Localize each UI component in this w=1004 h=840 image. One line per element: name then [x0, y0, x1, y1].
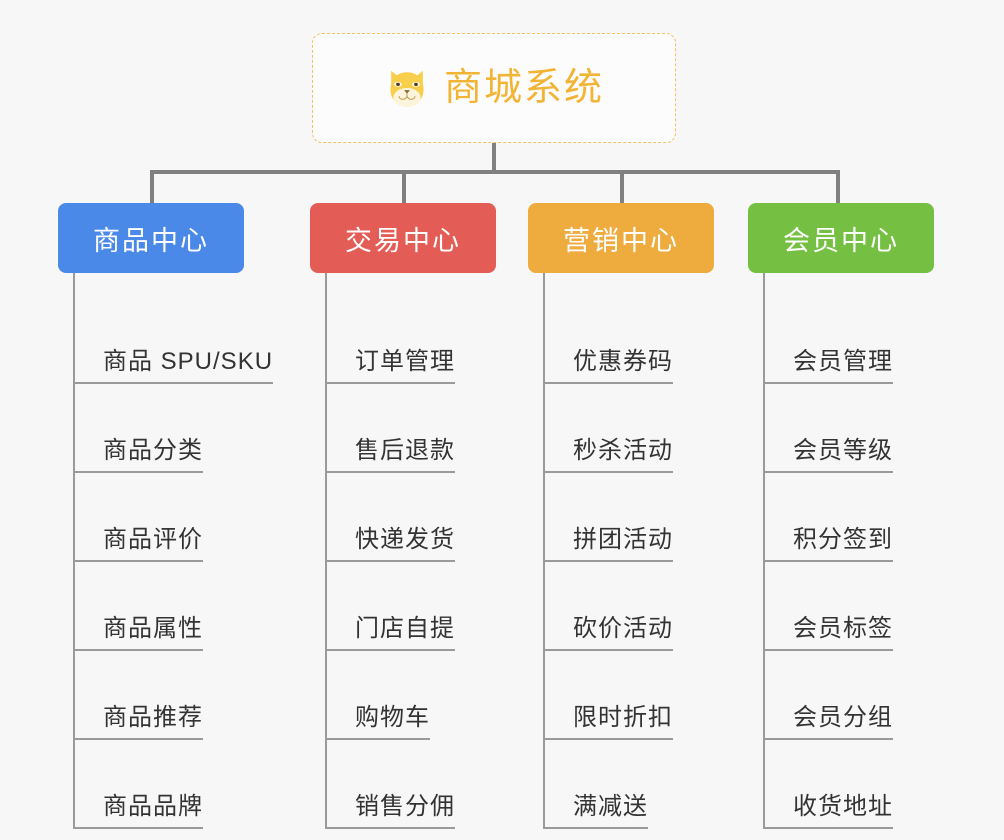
leaf-label: 购物车 [355, 704, 430, 740]
leaf-label: 商品推荐 [103, 704, 203, 740]
category-column-marketing-center: 营销中心 优惠券码 秒杀活动 拼团活动 砍价活动 限时折扣 满减送 [528, 203, 714, 829]
leaf-item[interactable]: 商品 SPU/SKU [75, 295, 274, 384]
leaf-label: 商品评价 [103, 526, 203, 562]
leaf-label: 收货地址 [793, 793, 893, 829]
leaf-label: 门店自提 [355, 615, 455, 651]
leaf-label: 商品品牌 [103, 793, 203, 829]
connector-drop-2 [620, 170, 624, 205]
connector-drop-1 [402, 170, 406, 205]
leaf-item[interactable]: 售后退款 [327, 384, 496, 473]
leaf-item[interactable]: 砍价活动 [545, 562, 714, 651]
category-column-member-center: 会员中心 会员管理 会员等级 积分签到 会员标签 会员分组 收货地址 [748, 203, 934, 829]
leaf-list-marketing-center: 优惠券码 秒杀活动 拼团活动 砍价活动 限时折扣 满减送 [543, 273, 714, 829]
connector-root-stem [492, 143, 496, 173]
leaf-label: 快递发货 [355, 526, 455, 562]
connector-horizontal-bus [150, 170, 840, 174]
leaf-label: 拼团活动 [573, 526, 673, 562]
leaf-list-member-center: 会员管理 会员等级 积分签到 会员标签 会员分组 收货地址 [763, 273, 934, 829]
leaf-item[interactable]: 商品推荐 [75, 651, 273, 740]
leaf-item[interactable]: 商品属性 [75, 562, 273, 651]
leaf-label: 优惠券码 [573, 348, 673, 384]
leaf-item[interactable]: 门店自提 [327, 562, 496, 651]
connector-drop-3 [836, 170, 840, 205]
root-title: 商城系统 [443, 67, 604, 109]
leaf-label: 会员管理 [793, 348, 893, 384]
leaf-label: 销售分佣 [355, 793, 455, 829]
category-column-trade-center: 交易中心 订单管理 售后退款 快递发货 门店自提 购物车 销售分佣 [310, 203, 496, 829]
leaf-item[interactable]: 满减送 [545, 740, 714, 829]
leaf-label: 满减送 [573, 793, 648, 829]
leaf-item[interactable]: 积分签到 [765, 473, 934, 562]
connector-drop-0 [150, 170, 154, 205]
leaf-list-product-center: 商品 SPU/SKU 商品分类 商品评价 商品属性 商品推荐 商品品牌 [73, 273, 274, 829]
leaf-label: 商品属性 [103, 615, 203, 651]
leaf-item[interactable]: 销售分佣 [327, 740, 496, 829]
leaf-item[interactable]: 拼团活动 [545, 473, 714, 562]
leaf-list-trade-center: 订单管理 售后退款 快递发货 门店自提 购物车 销售分佣 [325, 273, 496, 829]
shiba-dog-face-icon [390, 70, 424, 107]
category-column-product-center: 商品中心 商品 SPU/SKU 商品分类 商品评价 商品属性 商品推荐 商品品牌 [58, 203, 274, 829]
leaf-label: 积分签到 [793, 526, 893, 562]
category-header-product-center[interactable]: 商品中心 [58, 203, 244, 273]
leaf-label: 会员标签 [793, 615, 893, 651]
leaf-label: 商品 SPU/SKU [103, 348, 274, 384]
leaf-label: 秒杀活动 [573, 437, 673, 473]
leaf-item[interactable]: 优惠券码 [545, 295, 714, 384]
leaf-item[interactable]: 商品分类 [75, 384, 273, 473]
leaf-label: 会员分组 [793, 704, 893, 740]
leaf-item[interactable]: 限时折扣 [545, 651, 714, 740]
leaf-item[interactable]: 快递发货 [327, 473, 496, 562]
leaf-item[interactable]: 商品评价 [75, 473, 273, 562]
leaf-item[interactable]: 秒杀活动 [545, 384, 714, 473]
leaf-item[interactable]: 会员标签 [765, 562, 934, 651]
root-node[interactable]: 商城系统 [312, 33, 676, 143]
leaf-label: 商品分类 [103, 437, 203, 473]
category-header-trade-center[interactable]: 交易中心 [310, 203, 496, 273]
category-header-member-center[interactable]: 会员中心 [748, 203, 934, 273]
leaf-label: 限时折扣 [573, 704, 673, 740]
category-header-marketing-center[interactable]: 营销中心 [528, 203, 714, 273]
leaf-item[interactable]: 会员等级 [765, 384, 934, 473]
leaf-label: 会员等级 [793, 437, 893, 473]
leaf-item[interactable]: 收货地址 [765, 740, 934, 829]
leaf-item[interactable]: 会员管理 [765, 295, 934, 384]
leaf-label: 砍价活动 [573, 615, 673, 651]
leaf-item[interactable]: 会员分组 [765, 651, 934, 740]
leaf-label: 售后退款 [355, 437, 455, 473]
leaf-label: 订单管理 [355, 348, 455, 384]
leaf-item[interactable]: 订单管理 [327, 295, 496, 384]
leaf-item[interactable]: 购物车 [327, 651, 496, 740]
leaf-item[interactable]: 商品品牌 [75, 740, 273, 829]
